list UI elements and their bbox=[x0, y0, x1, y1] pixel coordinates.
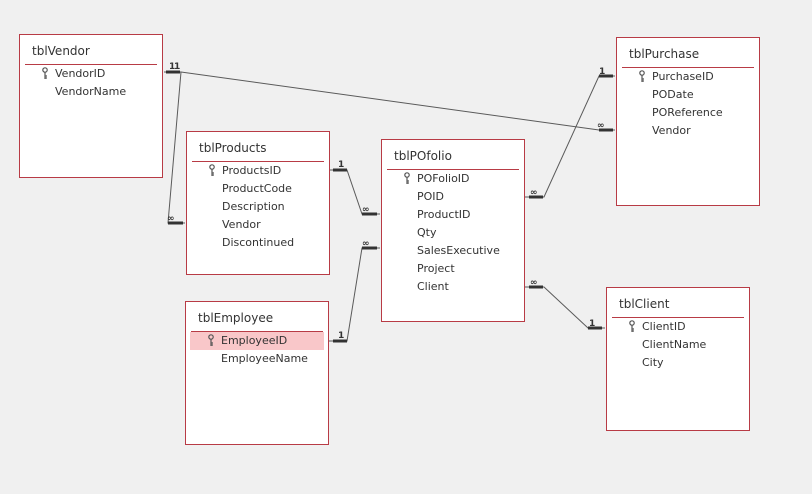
relationship-line-pofolio-purchase bbox=[525, 75, 615, 198]
field-label: POID bbox=[417, 190, 445, 203]
title-divider bbox=[612, 317, 744, 318]
title-divider bbox=[387, 169, 519, 170]
field-label: PODate bbox=[652, 88, 694, 101]
relationship-line-products-pofolio bbox=[329, 169, 380, 215]
field-row[interactable]: ClientID bbox=[611, 318, 745, 336]
table-tblpurchase[interactable]: tblPurchase PurchaseID PODate POReferenc… bbox=[616, 37, 760, 206]
relationship-line-employee-pofolio bbox=[329, 247, 380, 342]
field-label: ProductCode bbox=[222, 182, 292, 195]
cardinality-many-vendor-purchase: ∞ bbox=[597, 121, 605, 131]
field-label: EmployeeID bbox=[221, 334, 288, 347]
primary-key-icon bbox=[209, 164, 215, 176]
cardinality-many-employee-pofolio: ∞ bbox=[362, 239, 370, 249]
table-tblemployee[interactable]: tblEmployee EmployeeID EmployeeName bbox=[185, 301, 329, 445]
table-title[interactable]: tblVendor bbox=[32, 44, 90, 58]
primary-key-icon bbox=[42, 67, 48, 79]
relationship-line-vendor-purchase bbox=[164, 71, 615, 131]
field-row[interactable]: EmployeeName bbox=[190, 350, 324, 368]
field-row[interactable]: PurchaseID bbox=[621, 68, 755, 86]
field-row[interactable]: Description bbox=[191, 198, 325, 216]
primary-key-icon bbox=[208, 334, 214, 346]
field-label: Client bbox=[417, 280, 449, 293]
cardinality-one-pofolio-purchase: 1 bbox=[599, 67, 605, 77]
title-divider bbox=[25, 64, 157, 65]
field-label: ProductID bbox=[417, 208, 471, 221]
field-label: POReference bbox=[652, 106, 723, 119]
cardinality-many-products-pofolio: ∞ bbox=[362, 205, 370, 215]
field-label: ClientID bbox=[642, 320, 686, 333]
field-label: Project bbox=[417, 262, 455, 275]
field-label: ProductsID bbox=[222, 164, 282, 177]
cardinality-one-vendor-purchase: 1 bbox=[169, 62, 175, 72]
title-divider bbox=[622, 67, 754, 68]
cardinality-one-pofolio-client: 1 bbox=[589, 319, 595, 329]
field-row[interactable]: SalesExecutive bbox=[386, 242, 520, 260]
cardinality-many-pofolio-client: ∞ bbox=[530, 278, 538, 288]
field-label: Discontinued bbox=[222, 236, 295, 249]
field-row[interactable]: VendorID bbox=[24, 65, 158, 83]
field-row[interactable]: POID bbox=[386, 188, 520, 206]
field-label: Description bbox=[222, 200, 285, 213]
relationship-line-vendor-products bbox=[164, 71, 185, 224]
cardinality-one-employee-pofolio: 1 bbox=[338, 331, 344, 341]
primary-key-icon bbox=[629, 320, 635, 332]
field-label: City bbox=[642, 356, 664, 369]
cardinality-many-vendor-products: ∞ bbox=[167, 214, 175, 224]
field-label: Vendor bbox=[222, 218, 261, 231]
field-row[interactable]: POReference bbox=[621, 104, 755, 122]
field-row[interactable]: PODate bbox=[621, 86, 755, 104]
field-label: VendorName bbox=[55, 85, 127, 98]
field-row[interactable]: ProductID bbox=[386, 206, 520, 224]
field-row[interactable]: ProductCode bbox=[191, 180, 325, 198]
field-row[interactable]: POFolioID bbox=[386, 170, 520, 188]
field-label: PurchaseID bbox=[652, 70, 714, 83]
cardinality-many-pofolio-purchase: ∞ bbox=[530, 188, 538, 198]
table-tblvendor[interactable]: tblVendor VendorID VendorName bbox=[19, 34, 163, 178]
field-row[interactable]: Qty bbox=[386, 224, 520, 242]
field-row-selected[interactable]: EmployeeID bbox=[190, 332, 324, 350]
cardinality-one-products-pofolio: 1 bbox=[338, 160, 344, 170]
table-title[interactable]: tblPOfolio bbox=[394, 149, 452, 163]
field-row[interactable]: VendorName bbox=[24, 83, 158, 101]
field-label: POFolioID bbox=[417, 172, 470, 185]
title-divider bbox=[191, 331, 323, 332]
primary-key-icon bbox=[639, 70, 645, 82]
field-label: SalesExecutive bbox=[417, 244, 500, 257]
field-label: Qty bbox=[417, 226, 437, 239]
field-row[interactable]: ClientName bbox=[611, 336, 745, 354]
table-tblpofolio[interactable]: tblPOfolio POFolioID POID ProductID Qty … bbox=[381, 139, 525, 322]
field-row[interactable]: Project bbox=[386, 260, 520, 278]
table-tblclient[interactable]: tblClient ClientID ClientName City bbox=[606, 287, 750, 431]
field-row[interactable]: Client bbox=[386, 278, 520, 296]
title-divider bbox=[192, 161, 324, 162]
primary-key-icon bbox=[404, 172, 410, 184]
cardinality-one-vendor-products: 1 bbox=[174, 62, 180, 72]
field-label: ClientName bbox=[642, 338, 707, 351]
field-label: VendorID bbox=[55, 67, 106, 80]
field-label: EmployeeName bbox=[221, 352, 308, 365]
table-title[interactable]: tblClient bbox=[619, 297, 670, 311]
table-tblproducts[interactable]: tblProducts ProductsID ProductCode Descr… bbox=[186, 131, 330, 275]
field-row[interactable]: Vendor bbox=[621, 122, 755, 140]
field-row[interactable]: Vendor bbox=[191, 216, 325, 234]
table-title[interactable]: tblProducts bbox=[199, 141, 267, 155]
table-title[interactable]: tblEmployee bbox=[198, 311, 274, 325]
field-row[interactable]: Discontinued bbox=[191, 234, 325, 252]
field-row[interactable]: City bbox=[611, 354, 745, 372]
field-label: Vendor bbox=[652, 124, 691, 137]
field-row[interactable]: ProductsID bbox=[191, 162, 325, 180]
table-title[interactable]: tblPurchase bbox=[629, 47, 700, 61]
